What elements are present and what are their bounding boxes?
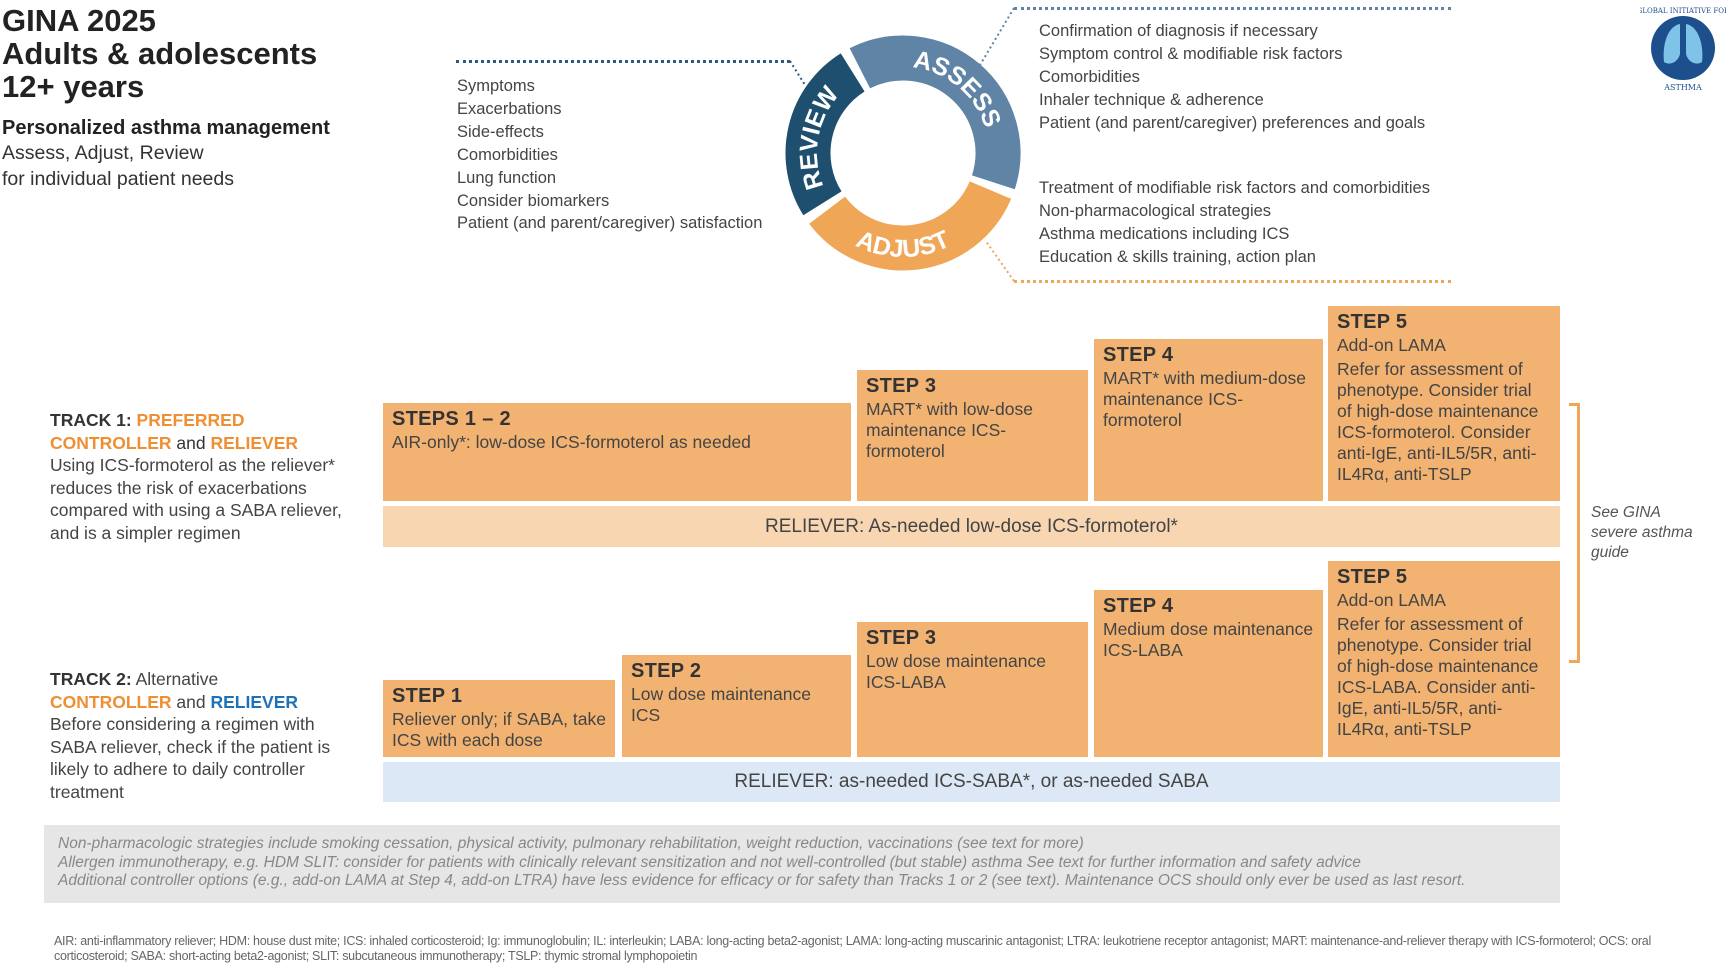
- note-line: Non-pharmacologic strategies include smo…: [58, 835, 1084, 852]
- review-arc: [785, 53, 866, 216]
- gina-logo: ASTHMA GLOBAL INITIATIVE FOR: [1640, 7, 1726, 92]
- subtitle-line: Assess, Adjust, Review: [2, 142, 204, 164]
- list-item: Symptom control & modifiable risk factor…: [1039, 44, 1343, 63]
- track1-description: TRACK 1: PREFERRED CONTROLLER and RELIEV…: [50, 410, 342, 543]
- review-connector: [456, 60, 790, 63]
- svg-text:GLOBAL INITIATIVE FOR: GLOBAL INITIATIVE FOR: [1640, 7, 1726, 15]
- track1-reliever-bar: RELIEVER: As-needed low-dose ICS-formote…: [383, 506, 1560, 547]
- list-item: Symptoms: [457, 77, 535, 95]
- list-item: Education & skills training, action plan: [1039, 247, 1316, 266]
- track2-description: TRACK 2: Alternative CONTROLLER and RELI…: [50, 669, 331, 802]
- list-item: Patient (and parent/caregiver) preferenc…: [1039, 113, 1426, 132]
- list-item: Lung function: [457, 168, 557, 187]
- list-item: Consider biomarkers: [457, 191, 610, 210]
- title-line: GINA 2025: [2, 3, 156, 38]
- title-line: Adults & adolescents: [2, 36, 318, 71]
- note-line: Additional controller options (e.g., add…: [58, 872, 1466, 889]
- list-item: Treatment of modifiable risk factors and…: [1039, 179, 1430, 197]
- adjust-list: Treatment of modifiable risk factors and…: [1039, 177, 1430, 269]
- abbreviations: AIR: anti-inflammatory reliever; HDM: ho…: [54, 934, 1651, 963]
- subtitle-line: for individual patient needs: [2, 168, 234, 190]
- list-item: Confirmation of diagnosis if necessary: [1039, 22, 1318, 40]
- assess-arc: [849, 35, 1021, 190]
- assess-connector: [1014, 7, 1451, 10]
- adjust-arc: [809, 180, 1012, 271]
- severe-bracket: [1569, 403, 1580, 663]
- notes-box: Non-pharmacologic strategies include smo…: [44, 825, 1560, 903]
- track2-reliever-bar: RELIEVER: as-needed ICS-SABA*, or as-nee…: [383, 762, 1560, 802]
- list-item: Non-pharmacological strategies: [1039, 201, 1272, 220]
- list-item: Asthma medications including ICS: [1039, 224, 1290, 243]
- page-title: GINA 2025 Adults & adolescents 12+ years: [2, 4, 317, 103]
- subtitle: Personalized asthma management: [2, 117, 330, 139]
- title-line: 12+ years: [2, 69, 145, 104]
- list-item: Inhaler technique & adherence: [1039, 90, 1264, 109]
- svg-text:ASTHMA: ASTHMA: [1663, 83, 1702, 92]
- list-item: Comorbidities: [1039, 67, 1140, 86]
- adjust-connector: [1014, 280, 1451, 283]
- assess-adjust-review-cycle: REVIEW ASSESS ADJUST: [785, 35, 1021, 271]
- severe-asthma-note: See GINA severe asthma guide: [1591, 504, 1693, 561]
- note-line: Allergen immunotherapy, e.g. HDM SLIT: c…: [58, 853, 1361, 871]
- list-item: Exacerbations: [457, 99, 562, 118]
- list-item: Side-effects: [457, 122, 544, 141]
- list-item: Patient (and parent/caregiver) satisfact…: [457, 214, 763, 233]
- connector-lines: [789, 7, 1015, 282]
- list-item: Comorbidities: [457, 145, 558, 164]
